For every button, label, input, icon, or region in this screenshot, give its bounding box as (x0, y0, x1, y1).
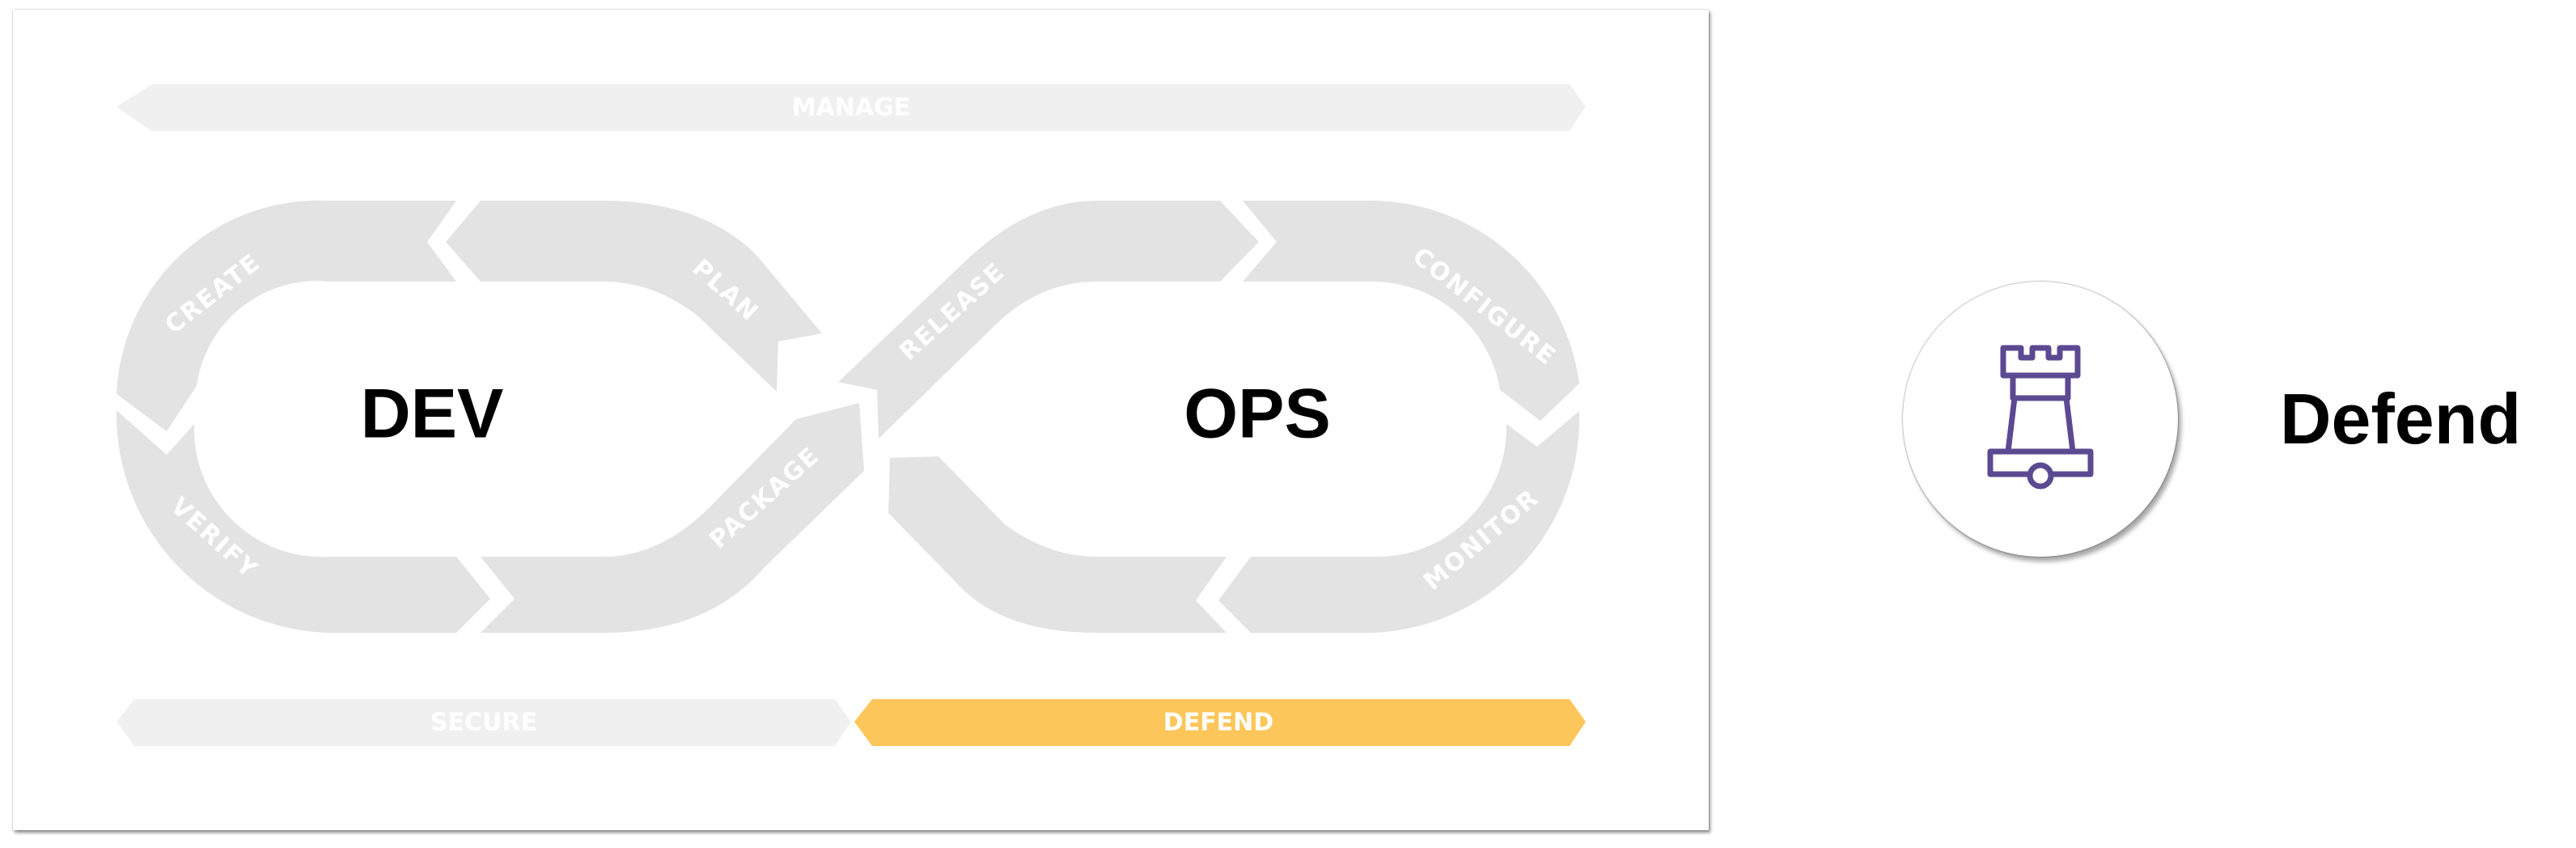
secure-band-label: SECURE (430, 709, 537, 737)
dev-title: DEV (361, 375, 504, 453)
tower-battlements (2000, 345, 2081, 379)
defend-band: DEFEND (854, 699, 1586, 746)
stage-badge (1903, 282, 2178, 557)
ops-title: OPS (1184, 375, 1331, 453)
monitor-segment (1218, 411, 1580, 633)
tower-lower-body (2005, 395, 2076, 455)
stage-heading: Defend (2280, 379, 2522, 459)
tower-base (1987, 448, 2094, 477)
castle-tower-icon (1987, 345, 2094, 490)
secure-band-shape (117, 699, 851, 746)
secure-band: SECURE (117, 699, 851, 746)
defend-band-label: DEFEND (1163, 709, 1273, 737)
release-segment (838, 201, 1259, 439)
manage-band-shape (117, 84, 1586, 131)
manage-band-label: MANAGE (792, 94, 911, 122)
tower-base-ring (2027, 462, 2054, 490)
defend-band-shape (854, 699, 1586, 746)
tower-upper-body (2010, 372, 2071, 401)
package-segment (481, 403, 864, 633)
devops-diagram: MANAGE CREATE PLAN VERIFY PACKAGE RELEAS… (13, 10, 1709, 830)
manage-band: MANAGE (117, 84, 1586, 131)
transition-segment (888, 456, 1227, 633)
plan-segment (446, 201, 822, 392)
verify-segment (116, 410, 491, 633)
create-segment (117, 200, 456, 431)
configure-segment (1243, 201, 1579, 421)
devops-infinity-loop: MANAGE CREATE PLAN VERIFY PACKAGE RELEAS… (116, 84, 1586, 746)
